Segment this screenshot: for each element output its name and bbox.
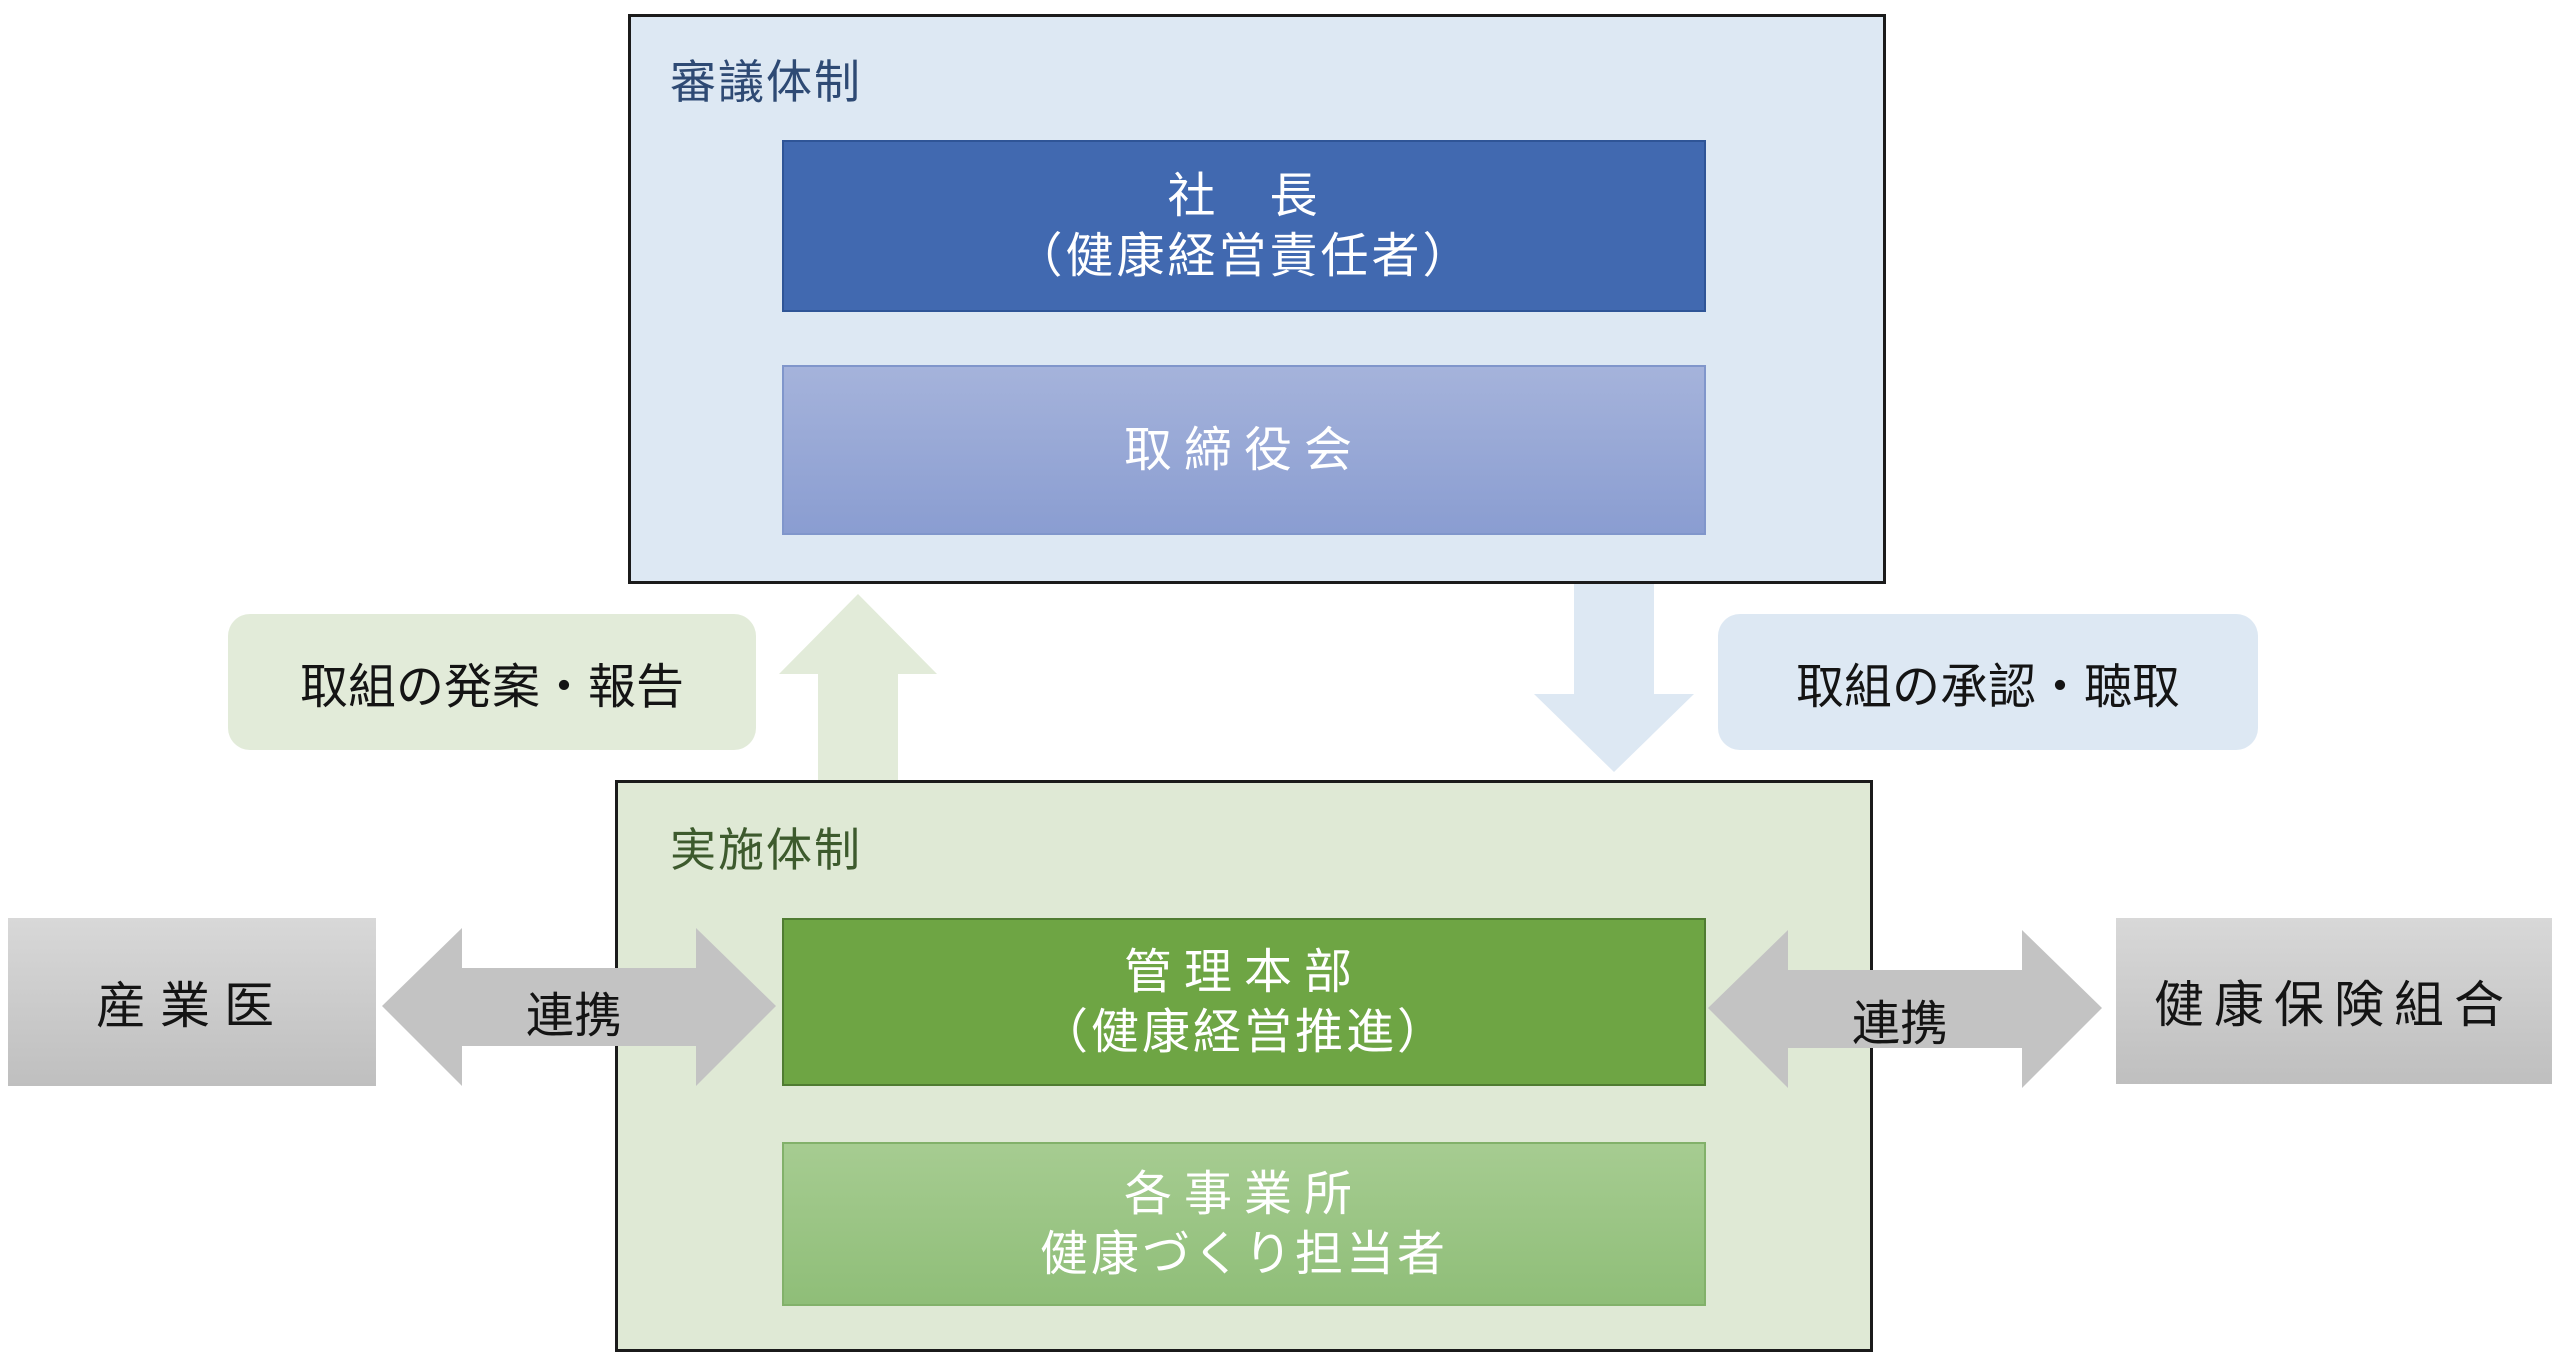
headquarters-role-label: （健康経営推進）	[1039, 1004, 1448, 1060]
board-box: 取締役会	[782, 365, 1706, 535]
president-role-label: （健康経営責任者）	[1014, 228, 1474, 284]
sites-role-label: 健康づくり担当者	[1039, 1226, 1448, 1282]
president-label: 社 長	[1167, 168, 1321, 224]
right-double-arrow-icon	[1708, 930, 2102, 1088]
sites-box: 各事業所 健康づくり担当者	[782, 1142, 1706, 1306]
propose-report-label: 取組の発案・報告	[228, 614, 756, 750]
industrial-physician-box: 産業医	[8, 918, 376, 1086]
left-link-label: 連携	[526, 988, 623, 1044]
down-arrow-icon	[1534, 584, 1694, 772]
approve-hear-label: 取組の承認・聴取	[1718, 614, 2258, 750]
president-box: 社 長 （健康経営責任者）	[782, 140, 1706, 312]
sites-label: 各事業所	[1123, 1166, 1364, 1222]
health-insurance-association-box: 健康保険組合	[2116, 918, 2552, 1084]
up-arrow-icon	[779, 594, 937, 780]
review-system-title: 審議体制	[670, 55, 862, 109]
board-label: 取締役会	[1123, 422, 1364, 478]
right-link-label: 連携	[1852, 996, 1949, 1052]
left-double-arrow-icon	[382, 928, 776, 1086]
headquarters-box: 管理本部 （健康経営推進）	[782, 918, 1706, 1086]
implementation-system-title: 実施体制	[670, 823, 862, 877]
headquarters-label: 管理本部	[1123, 944, 1364, 1000]
